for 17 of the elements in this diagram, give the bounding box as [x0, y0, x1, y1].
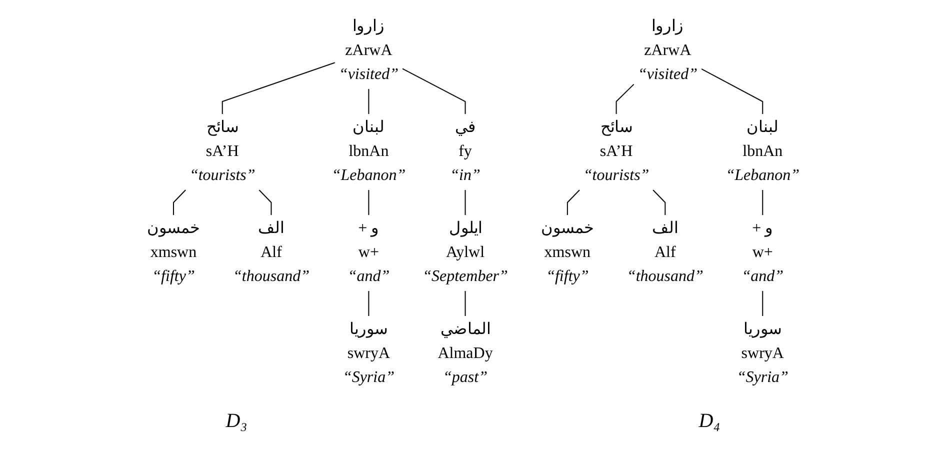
- connector: [172, 190, 186, 216]
- connector: [616, 84, 634, 114]
- connector: [258, 190, 272, 216]
- connector: [762, 290, 763, 316]
- connector: [368, 290, 369, 316]
- connector: [700, 68, 763, 114]
- connector: [762, 190, 763, 216]
- connector: [402, 68, 466, 114]
- connector: [464, 190, 466, 216]
- tree-label: D₃: [226, 410, 248, 433]
- connector: [222, 62, 336, 114]
- connector: [368, 190, 369, 216]
- connector: [368, 88, 369, 114]
- connector: [652, 190, 666, 216]
- connector: [566, 190, 580, 216]
- tree-label: D₄: [698, 410, 720, 433]
- connector: [464, 290, 466, 316]
